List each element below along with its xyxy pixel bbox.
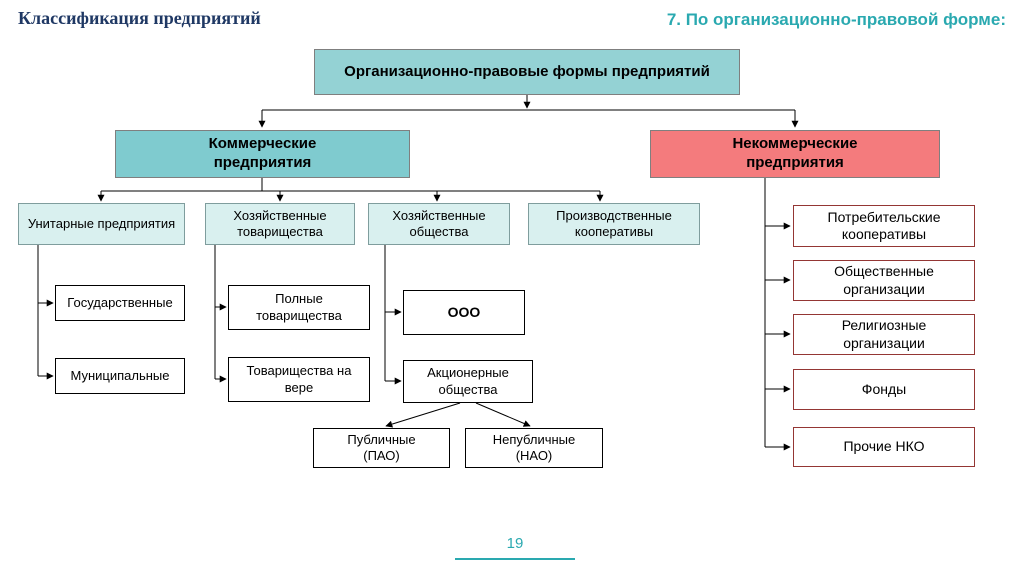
page-number: 19 — [506, 535, 524, 552]
node-limited-partnerships: Товарищества на вере — [228, 357, 370, 402]
node-consumer-cooperatives: Потребительские кооперативы — [793, 205, 975, 247]
node-noncommercial: Некоммерческие предприятия — [650, 130, 940, 178]
node-other-npo: Прочие НКО — [793, 427, 975, 467]
node-funds: Фонды — [793, 369, 975, 410]
section-title: 7. По организационно-правовой форме: — [666, 10, 1006, 29]
node-municipal: Муниципальные — [55, 358, 185, 394]
node-public-pao: Публичные (ПАО) — [313, 428, 450, 468]
node-state: Государственные — [55, 285, 185, 321]
node-commercial: Коммерческие предприятия — [115, 130, 410, 178]
node-business-companies: Хозяйственные общества — [368, 203, 510, 245]
node-ooo: ООО — [403, 290, 525, 335]
node-business-partnerships: Хозяйственные товарищества — [205, 203, 355, 245]
node-joint-stock-companies: Акционерные общества — [403, 360, 533, 403]
node-religious-organizations: Религиозные организации — [793, 314, 975, 355]
footer-divider — [455, 558, 575, 560]
node-public-organizations: Общественные организации — [793, 260, 975, 301]
node-production-cooperatives: Производственные кооперативы — [528, 203, 700, 245]
slide-title: Классификация предприятий — [18, 8, 261, 28]
node-root: Организационно-правовые формы предприяти… — [314, 49, 740, 95]
node-nonpublic-nao: Непубличные (НАО) — [465, 428, 603, 468]
node-full-partnerships: Полные товарищества — [228, 285, 370, 330]
node-unitary-enterprises: Унитарные предприятия — [18, 203, 185, 245]
